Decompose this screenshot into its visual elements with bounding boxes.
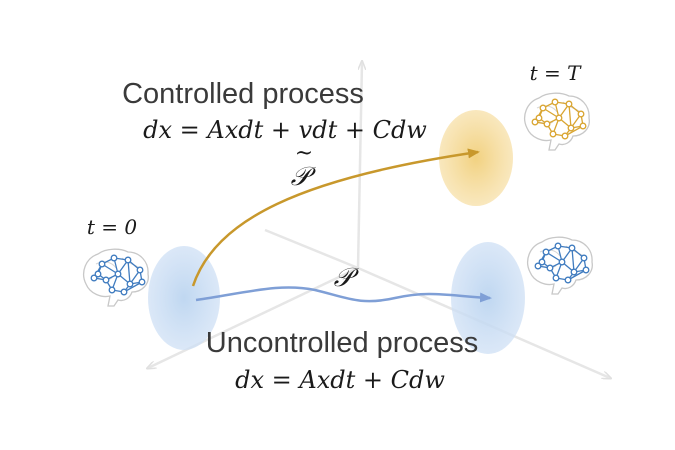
svg-text:𝒫: 𝒫 bbox=[291, 162, 317, 192]
brain-network-icon bbox=[524, 92, 590, 151]
uncontrolled-path-arrow bbox=[195, 286, 492, 303]
svg-text:~: ~ bbox=[295, 141, 313, 166]
brain-network-icon bbox=[527, 236, 593, 295]
controlled-measure-symbol: 𝒫 ~ bbox=[291, 141, 317, 192]
axis-back bbox=[264, 228, 359, 270]
controlled-end-distribution bbox=[439, 110, 513, 206]
uncontrolled-process-equation: dx = Axdt + Cdw bbox=[235, 366, 445, 394]
controlled-process-equation: dx = Axdt + vdt + Cdw bbox=[143, 116, 427, 144]
uncontrolled-process-title: Uncontrolled process bbox=[206, 327, 478, 359]
axis-vertical bbox=[356, 62, 362, 269]
controlled-path-arrow bbox=[191, 148, 480, 287]
start-distribution bbox=[148, 246, 220, 350]
axis-left bbox=[148, 266, 359, 368]
brain-network-icon bbox=[83, 248, 149, 307]
time-end-label: t = T bbox=[530, 61, 583, 85]
time-start-label: t = 0 bbox=[87, 215, 138, 239]
controlled-process-title: Controlled process bbox=[122, 78, 364, 110]
